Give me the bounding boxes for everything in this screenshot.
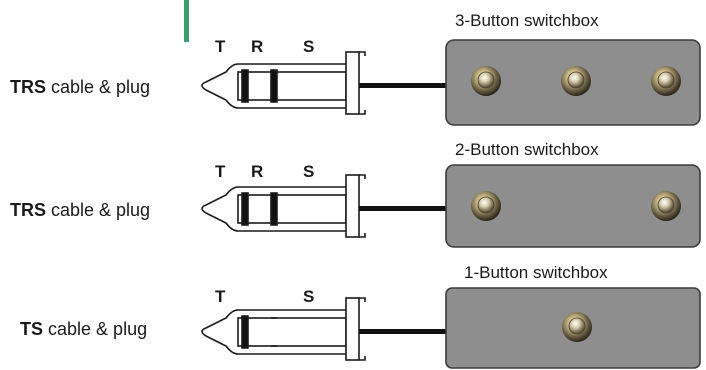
plug-letter-r: R [251,37,263,56]
cable-label-row-1: TRS cable & plug [10,77,150,97]
plug-letter-t: T [215,287,226,306]
cable-label-row-3: TS cable & plug [20,319,147,339]
plug-letter-r: R [251,162,263,181]
switchbox-2-button [445,164,701,248]
plug-letter-t: T [215,37,226,56]
push-button-icon [561,66,591,96]
switchbox-title-row-2: 2-Button switchbox [455,140,599,159]
ts-plug-icon [201,297,366,361]
row-2: TRS cable & plug T R S 2-Button switchbo… [10,140,701,248]
push-button-icon [651,66,681,96]
accent-bar [184,0,189,42]
plug-letter-s: S [303,162,314,181]
switchbox-title-row-3: 1-Button switchbox [464,263,608,282]
row-1: TRS cable & plug T R S 3-Button switchbo… [10,11,701,126]
cable-label-row-2: TRS cable & plug [10,200,150,220]
push-button-icon [471,66,501,96]
trs-plug-icon [201,51,366,115]
switchbox-title-row-1: 3-Button switchbox [455,11,599,30]
row-3: TS cable & plug T S 1-Button switchbox [20,263,701,369]
cable [359,83,449,88]
push-button-icon [651,191,681,221]
plug-letter-t: T [215,162,226,181]
plug-letter-s: S [303,37,314,56]
push-button-icon [562,312,592,342]
cable [359,329,449,334]
push-button-icon [471,191,501,221]
trs-plug-icon [201,174,366,238]
plug-letter-s: S [303,287,314,306]
cable [359,206,449,211]
